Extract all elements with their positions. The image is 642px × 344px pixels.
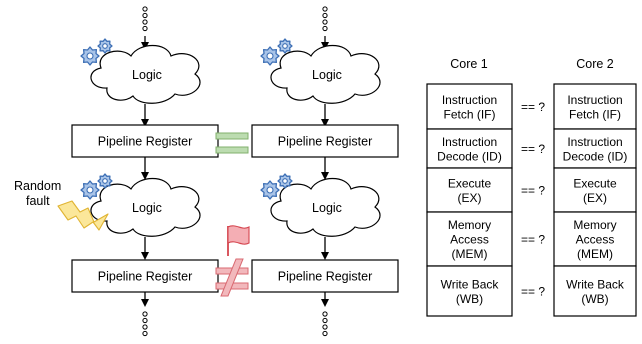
pipeline-register-box [251,124,399,158]
stage-label: Execute [448,176,492,190]
not-equal-slash [220,258,244,297]
compare-symbol: == ? [521,184,545,198]
pipeline-register-label: Pipeline Register [278,135,373,149]
gear-hole [282,43,288,49]
compare-symbol: == ? [521,233,545,247]
gear-hole [86,186,94,194]
stage-label: Fetch (IF) [443,107,495,121]
continuation-dot [142,12,148,19]
pipeline-register-label: Pipeline Register [278,270,373,284]
stage-label: (EX) [583,191,607,205]
stage-label: (WB) [581,292,608,306]
stage-label: (MEM) [452,247,488,261]
stage-label: (WB) [456,292,483,306]
core1-stage-cell [426,167,513,213]
continuation-dot [322,330,328,337]
stage-label: Decode (ID) [563,149,628,163]
logic-label: Logic [312,68,342,82]
continuation-dot [322,317,328,324]
core1-title: Core 1 [450,57,488,71]
stage-label: Execute [573,176,617,190]
continuation-dot [322,324,328,330]
core2-stage-cell [553,211,637,267]
stage-label: (EX) [458,191,482,205]
pipeline-register-label: Pipeline Register [98,135,193,149]
logic-cloud [270,177,381,237]
compare-symbol: == ? [521,100,545,114]
equal-sign-bar [215,146,249,154]
pipeline-register-box [251,259,399,293]
continuation-dot [322,6,328,12]
stage-label: Decode (ID) [437,149,502,163]
gear-hole [282,178,288,184]
stage-label: Fetch (IF) [569,107,621,121]
continuation-dot [142,317,148,324]
continuation-dot [142,25,148,32]
logic-label: Logic [132,201,162,215]
compare-symbol: == ? [521,285,545,299]
register-comparison-symbols [215,132,250,297]
core2-stage-cell [553,265,637,317]
continuation-dot [142,19,148,25]
flow-arrows [141,36,329,307]
continuation-dot [322,311,328,317]
stage-label: Write Back [566,277,625,291]
gear-hole [86,52,94,60]
pipeline-register-box [71,124,219,158]
pipeline-register-label: Pipeline Register [98,270,193,284]
continuation-dot [322,19,328,25]
gear-hole [102,43,108,49]
stage-label: Access [450,233,489,247]
logic-label: Logic [132,68,162,82]
logic-cloud [270,44,381,104]
continuation-dot [142,6,148,12]
logic-cloud [90,44,201,104]
stage-label: Instruction [567,93,622,107]
core1-stage-cell [426,211,513,267]
stage-label: Write Back [441,277,500,291]
logic-cloud [90,177,201,237]
random-fault-label: fault [26,194,50,208]
continuation-dot [322,12,328,19]
stage-label: Instruction [567,135,622,149]
gear-hole [266,186,274,194]
core2-stage-cell [553,83,637,130]
gear-icons [80,38,293,200]
core1-stage-cell [426,265,513,317]
core2-stage-cell [553,128,637,169]
lightning-bolt-icon [57,200,109,231]
gear-hole [266,52,274,60]
stage-label: Instruction [442,93,497,107]
stage-label: Access [576,233,615,247]
flag-icon [227,225,250,245]
stage-label: Memory [573,218,616,232]
random-fault-label: Random [14,179,61,193]
equal-sign-bar [215,132,249,140]
stage-label: Instruction [442,135,497,149]
continuation-dot [142,324,148,330]
gear-hole [102,178,108,184]
core1-stage-cell [426,128,513,169]
compare-symbol: == ? [521,142,545,156]
continuation-dots [142,6,328,337]
continuation-dot [142,311,148,317]
stage-label: (MEM) [577,247,613,261]
stage-label: Memory [448,218,491,232]
core2-title: Core 2 [576,57,614,71]
continuation-dot [322,25,328,32]
pipeline-register-box [71,259,219,293]
logic-label: Logic [312,201,342,215]
continuation-dot [142,330,148,337]
